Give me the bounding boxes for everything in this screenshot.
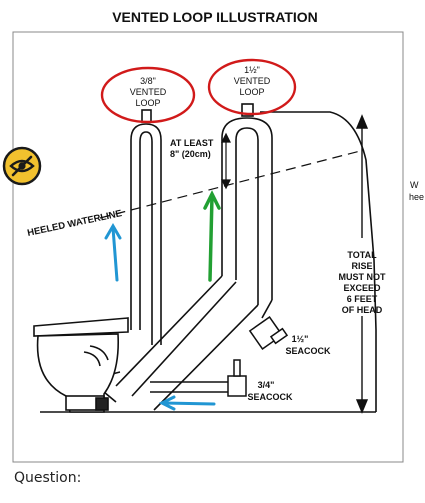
figure-title: VENTED LOOP ILLUSTRATION [112, 9, 318, 25]
seacock-small-valve [227, 359, 247, 397]
toilet [33, 317, 129, 413]
small-vent-word: VENTED [130, 87, 167, 97]
total-rise-line-6: OF HEAD [342, 305, 383, 315]
total-rise-dimension [355, 114, 369, 414]
large-vented-loop [221, 103, 273, 305]
hull-outline [260, 111, 377, 412]
figure-frame [12, 31, 404, 463]
small-vent-loop: LOOP [135, 98, 160, 108]
large-vent-loop: LOOP [239, 87, 264, 97]
seacock-small-label: SEACOCK [247, 392, 293, 402]
green-arrow-up [203, 190, 221, 282]
total-rise-line-5: 6 FEET [347, 294, 378, 304]
seacock-large-size: 1½" [292, 334, 309, 344]
large-vent-highlight [207, 58, 297, 116]
large-vent-word: VENTED [234, 76, 271, 86]
total-rise-line-1: TOTAL [347, 250, 377, 260]
large-vent-size: 1½" [244, 65, 260, 75]
heeled-waterline-line [99, 149, 365, 219]
question-caption: Question: [14, 470, 82, 486]
seacock-large-label: SEACOCK [285, 346, 331, 356]
blue-arrow-left [158, 395, 216, 411]
total-rise-line-4: EXCEED [343, 283, 381, 293]
total-rise-line-2: RISE [351, 261, 372, 271]
total-rise-line-3: MUST NOT [339, 272, 386, 282]
small-vent-highlight [100, 66, 196, 124]
eye-slash-icon [2, 146, 42, 186]
at-least-label: AT LEAST [170, 138, 214, 148]
at-least-value: 8" (20cm) [170, 149, 211, 159]
at-least-dimension [221, 132, 231, 190]
edge-text-2: hee [409, 192, 424, 202]
small-vent-size: 3/8" [140, 76, 156, 86]
small-vented-loop [130, 109, 162, 345]
visibility-toggle[interactable] [2, 146, 42, 186]
blue-arrow-up [104, 223, 122, 282]
seacock-small-size: 3/4" [258, 380, 275, 390]
edge-text-1: W [410, 180, 419, 190]
seacock-large-valve [248, 316, 289, 350]
